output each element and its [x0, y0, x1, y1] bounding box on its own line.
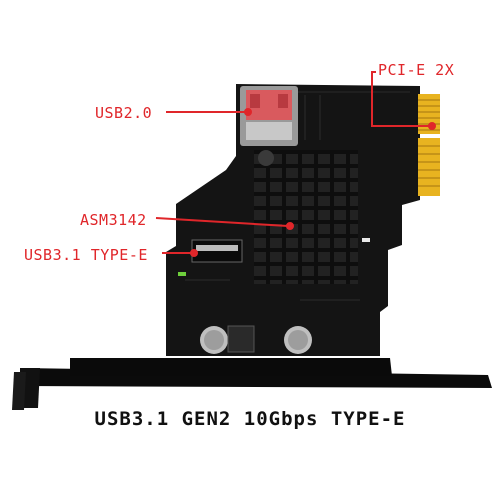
usb20-label: USB2.0	[95, 104, 153, 122]
leds	[178, 238, 370, 276]
type-e-connector	[191, 239, 243, 263]
callout-lines	[155, 71, 436, 257]
pcie-gold-fingers	[418, 94, 440, 196]
asm3142-label: ASM3142	[80, 211, 147, 229]
product-caption: USB3.1 GEN2 10Gbps TYPE-E	[94, 408, 406, 430]
metal-bracket	[12, 358, 492, 410]
usb20-port	[240, 86, 298, 146]
pcie-label: PCI-E 2X	[378, 61, 455, 79]
capacitors	[200, 150, 312, 354]
heatsink	[254, 150, 358, 284]
type-e-label: USB3.1 TYPE-E	[24, 246, 148, 264]
